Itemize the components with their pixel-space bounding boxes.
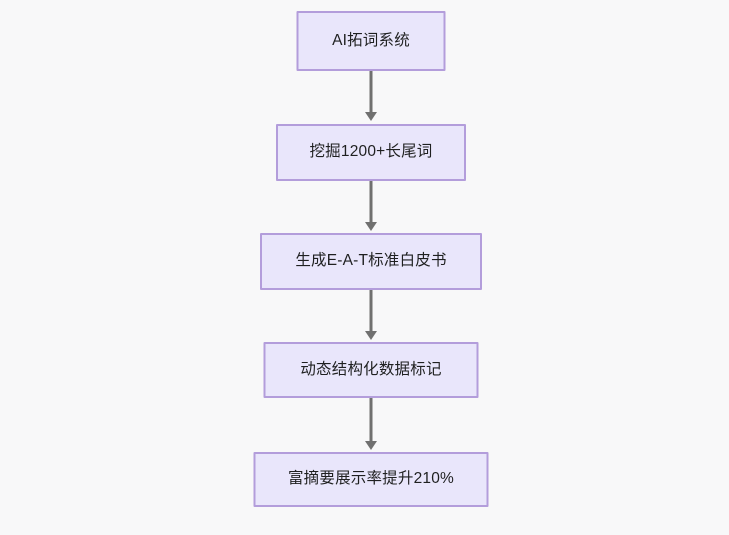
flow-node-structured-data-markup[interactable]: 动态结构化数据标记: [263, 342, 479, 398]
flow-edge-3-4: [369, 290, 373, 333]
flow-edge-4-5: [369, 398, 373, 443]
flow-arrowhead-4-5: [365, 441, 377, 450]
flow-arrowhead-3-4: [365, 331, 377, 340]
flow-arrowhead-2-3: [365, 222, 377, 231]
flow-edge-1-2: [369, 71, 373, 114]
flow-node-ai-keyword-system[interactable]: AI拓词系统: [296, 11, 446, 71]
flow-arrowhead-1-2: [365, 112, 377, 121]
flow-node-longtail-keywords[interactable]: 挖掘1200+长尾词: [276, 124, 466, 181]
flow-edge-2-3: [369, 181, 373, 224]
flow-node-eat-whitepaper[interactable]: 生成E-A-T标准白皮书: [260, 233, 482, 290]
flow-node-rich-snippet-result[interactable]: 富摘要展示率提升210%: [253, 452, 489, 507]
